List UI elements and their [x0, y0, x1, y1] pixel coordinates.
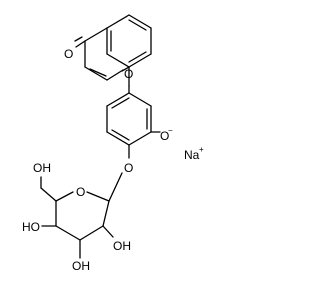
sugar-oh-bottom-label: OH: [72, 259, 90, 273]
ketone-oxygen-label: O: [64, 47, 73, 61]
ch2oh-label: OH: [33, 161, 51, 175]
structure-drawing: O O O − O O OH HO OH OH Na +: [22, 14, 204, 273]
glycosidic-oxygen-label: O: [124, 161, 133, 175]
pyranone-ring: [74, 27, 130, 81]
molecule-diagram: O O O − O O OH HO OH OH Na +: [22, 14, 204, 273]
phenolate-oxygen-label: O: [160, 129, 169, 143]
benzo-ring: [106, 14, 152, 68]
sugar-oh-right-label: OH: [113, 239, 131, 253]
sugar-ring-oxygen-label: O: [76, 185, 85, 199]
sugar-oh-left-label: HO: [22, 220, 40, 234]
phenyl-ring: [106, 92, 161, 159]
chromone-ring-oxygen-label: O: [124, 67, 133, 81]
sugar-ring: [40, 172, 123, 259]
sodium-charge-label: +: [199, 145, 204, 154]
phenolate-charge-label: −: [168, 126, 173, 135]
sodium-label: Na: [184, 148, 200, 162]
